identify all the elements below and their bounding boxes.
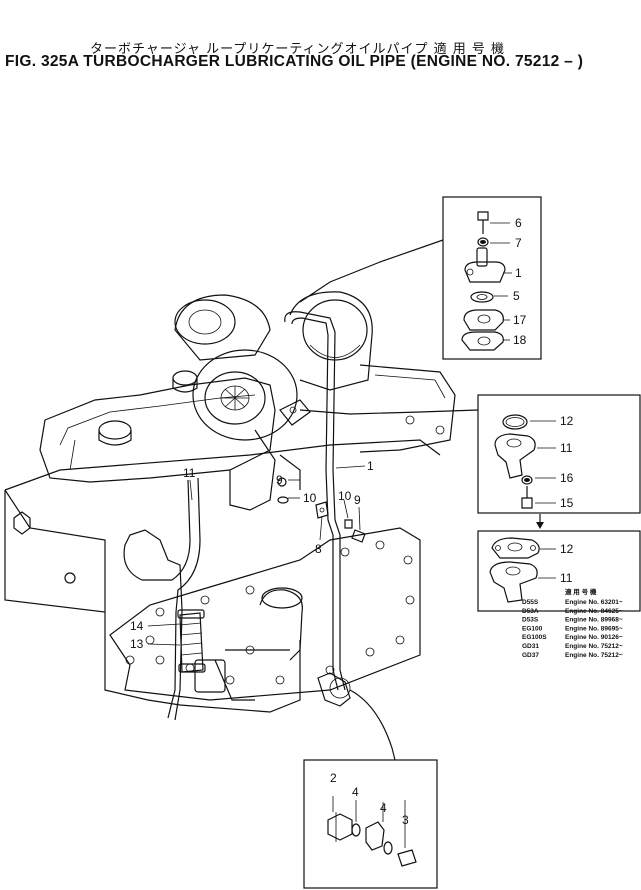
applicability-model: D55S <box>522 599 539 606</box>
callout-10: 10 <box>303 491 317 505</box>
applicability-model: D53A <box>522 608 539 615</box>
detail-box-alternate-parts <box>477 530 641 612</box>
callout-16: 16 <box>560 471 574 485</box>
detail-box-pipe-outlet <box>477 394 641 514</box>
applicability-engine-no: Engine No. 84625~ <box>565 608 623 615</box>
applicability-model: EG100S <box>522 634 547 641</box>
callout-6: 6 <box>515 216 522 230</box>
callout-9-b: 9 <box>354 493 361 507</box>
detail-leader-line <box>299 239 444 303</box>
callout-17: 17 <box>513 313 527 327</box>
callout-10-b: 10 <box>338 489 352 503</box>
callout-1: 1 <box>515 266 522 280</box>
callout-8: 8 <box>315 542 322 556</box>
applicability-engine-no: Engine No. 75212~ <box>565 652 623 659</box>
applicability-engine-no: Engine No. 63201~ <box>565 599 623 606</box>
detail-box-fittings <box>303 677 438 889</box>
callout-15: 15 <box>560 496 574 510</box>
bolt-washer-drawing <box>277 477 366 543</box>
callout-4: 4 <box>352 785 359 799</box>
applicability-model: GD37 <box>522 652 539 659</box>
callout-12-alt: 12 <box>560 542 574 556</box>
turbocharger-drawing <box>174 291 373 701</box>
applicability-heading: 適 用 号 機 <box>565 587 597 596</box>
callout-4-b: 4 <box>380 801 387 815</box>
callout-18: 18 <box>513 333 527 347</box>
callout-7: 7 <box>515 236 522 250</box>
callout-leaders <box>147 465 366 646</box>
applicability-model: D53S <box>522 617 539 624</box>
applicability-table: 適 用 号 機 D55S Engine No. 63201~ D53A Engine … <box>522 587 623 659</box>
figure-title-japanese: ターボチャージャ ループリケーティングオイルパイプ 適 用 号 機 <box>90 42 506 57</box>
arrow-down-icon <box>536 514 544 529</box>
applicability-engine-no: Engine No. 90126~ <box>565 634 623 641</box>
callout-2: 2 <box>330 771 337 785</box>
applicability-engine-no: Engine No. 89968~ <box>565 617 623 624</box>
figure-title: FIG. 325A TURBOCHARGER LUBRICATING OIL P… <box>5 53 584 70</box>
callout-5: 5 <box>513 289 520 303</box>
detail-box-pipe-inlet <box>442 196 542 360</box>
applicability-model: GD31 <box>522 643 539 650</box>
callout-12: 12 <box>560 414 574 428</box>
engine-block-drawing <box>4 364 456 713</box>
callout-11-pipe: 11 <box>183 466 196 480</box>
applicability-engine-no: Engine No. 75212~ <box>565 643 623 650</box>
callout-9: 9 <box>276 473 283 487</box>
callout-13: 13 <box>130 637 144 651</box>
applicability-engine-no: Engine No. 89695~ <box>565 625 623 632</box>
callout-14: 14 <box>130 619 144 633</box>
callout-11-alt: 11 <box>560 571 573 585</box>
callout-1-pipe: 1 <box>367 459 374 473</box>
callout-3: 3 <box>402 813 409 827</box>
callout-11: 11 <box>560 441 573 455</box>
oil-pipe-drawing <box>123 311 351 721</box>
detail-leader-line-2 <box>299 409 479 415</box>
applicability-model: EG100 <box>522 625 543 632</box>
callout-labels: 6 7 1 5 17 18 12 11 16 15 12 11 11 1 9 1… <box>130 216 574 827</box>
